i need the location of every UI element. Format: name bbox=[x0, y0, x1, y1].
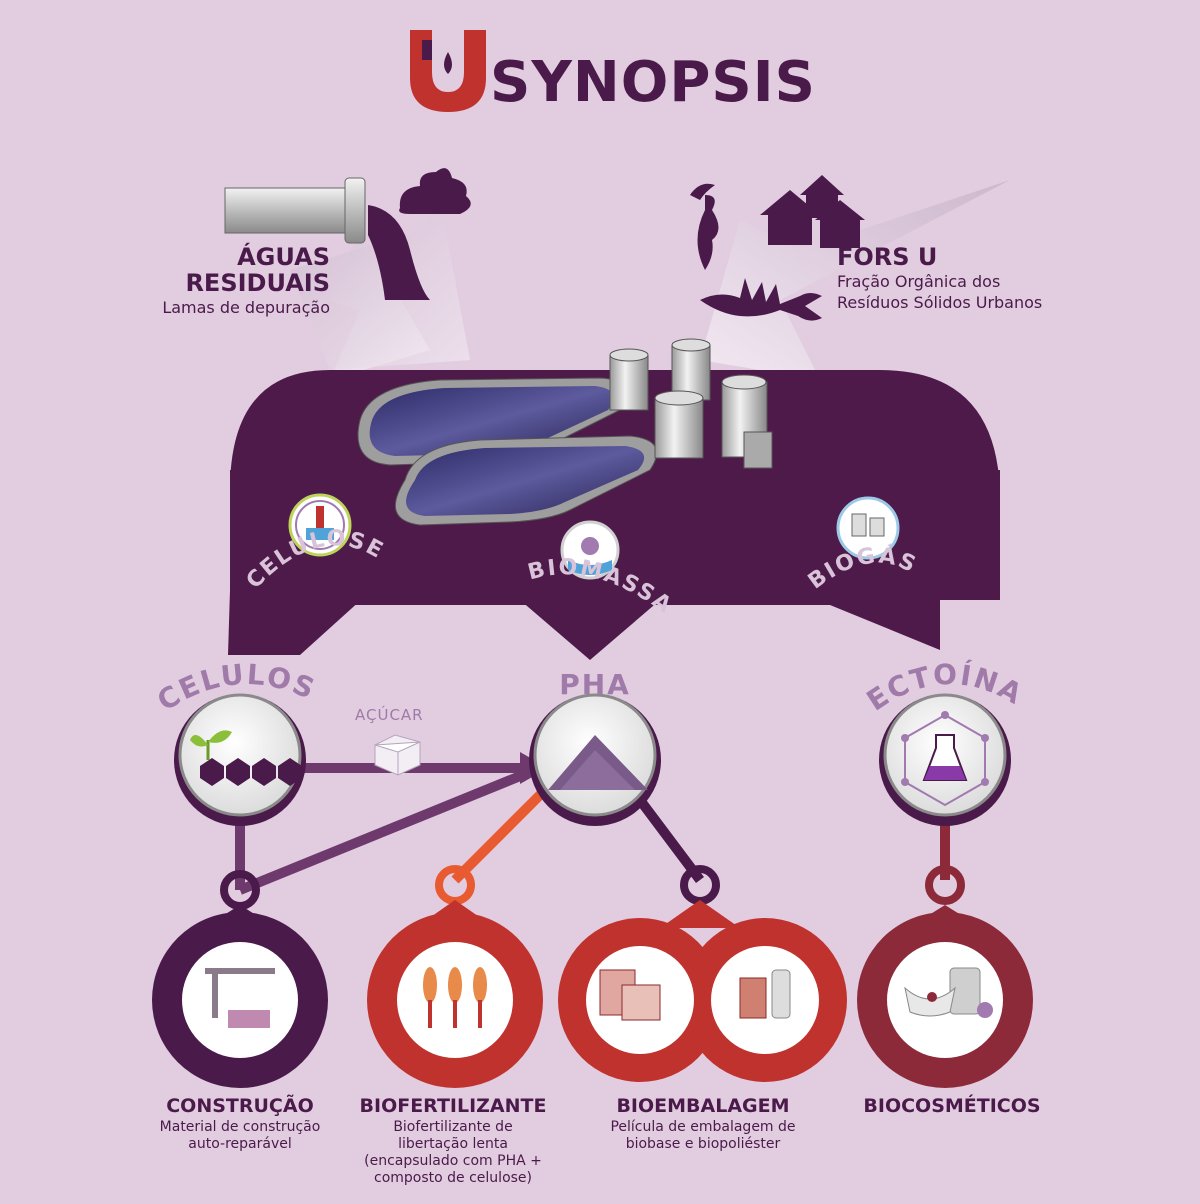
product-label-pha: PHA bbox=[559, 668, 631, 701]
application-title: BIOEMBALAGEM bbox=[616, 1095, 790, 1117]
link-pha-biofertilizante bbox=[451, 786, 549, 884]
application-desc-line: Película de embalagem de bbox=[610, 1119, 796, 1135]
arrow-celulose-head bbox=[228, 590, 372, 655]
node-biocosmeticos bbox=[925, 865, 965, 905]
application-desc-line: auto-reparável bbox=[188, 1136, 292, 1152]
source-aguas-residuais: ÁGUAS RESIDUAIS Lamas de depuração bbox=[162, 244, 330, 317]
source-fors-u: FORS U Fração Orgânica dos Resíduos Sóli… bbox=[837, 244, 1042, 312]
biogas-stream-icon bbox=[836, 496, 900, 560]
application-desc-line: Biofertilizante de bbox=[393, 1119, 513, 1135]
arrow-biogas bbox=[830, 470, 1000, 650]
application-biocosmeticos: BIOCOSMÉTICOS bbox=[822, 1095, 1082, 1117]
construcao-icon bbox=[152, 905, 328, 1088]
application-biofertilizante: BIOFERTILIZANTE Biofertilizante de liber… bbox=[323, 1095, 583, 1187]
biomassa-stream-icon bbox=[560, 520, 620, 580]
application-bioembalagem: BIOEMBALAGEM Película de embalagem de bi… bbox=[573, 1095, 833, 1153]
bioembalagem-icon bbox=[558, 900, 847, 1082]
arrow-biomassa bbox=[520, 600, 660, 660]
brand-name: SYNOPSIS bbox=[490, 50, 816, 115]
intermediate-label: AÇÚCAR bbox=[355, 706, 424, 724]
application-title: BIOCOSMÉTICOS bbox=[863, 1095, 1041, 1117]
application-title: CONSTRUÇÃO bbox=[166, 1095, 314, 1117]
source-left-subtitle: Lamas de depuração bbox=[162, 298, 330, 317]
application-desc-line: Material de construção bbox=[159, 1119, 321, 1135]
application-desc-line: composto de celulose) bbox=[374, 1170, 532, 1186]
link-pha-construcao bbox=[238, 765, 537, 895]
source-right-title: FORS U bbox=[837, 243, 938, 271]
source-left-title-2: RESIDUAIS bbox=[185, 269, 330, 297]
application-construcao: CONSTRUÇÃO Material de construção auto-r… bbox=[110, 1095, 370, 1153]
funnel-right-arrow bbox=[700, 180, 1010, 380]
source-left-title-1: ÁGUAS bbox=[237, 243, 330, 271]
source-right-subtitle-1: Fração Orgânica dos bbox=[837, 272, 1001, 291]
treatment-plant-icon bbox=[357, 338, 773, 526]
biofertilizante-icon bbox=[367, 900, 543, 1088]
brand-logo-icon bbox=[410, 30, 486, 112]
application-title: BIOFERTILIZANTE bbox=[359, 1095, 547, 1117]
application-desc-line: (encapsulado com PHA + bbox=[364, 1153, 542, 1169]
organic-waste-icon bbox=[690, 175, 865, 321]
sugar-cube-icon bbox=[374, 734, 421, 776]
pipe-icon bbox=[224, 177, 430, 300]
funnel-left-shade bbox=[290, 200, 470, 370]
celulose-stream-icon bbox=[288, 493, 352, 557]
application-desc-line: biobase e biopoliéster bbox=[625, 1136, 781, 1152]
ectoina-product-icon bbox=[879, 693, 1011, 826]
application-desc-line: libertação lenta bbox=[398, 1136, 508, 1152]
biocosmeticos-icon bbox=[857, 905, 1033, 1088]
celulose-product-icon bbox=[174, 693, 306, 826]
source-right-subtitle-2: Resíduos Sólidos Urbanos bbox=[837, 293, 1043, 312]
pha-product-icon bbox=[529, 693, 661, 826]
link-pha-bioembalagem bbox=[636, 797, 704, 883]
sludge-icon bbox=[399, 168, 471, 214]
